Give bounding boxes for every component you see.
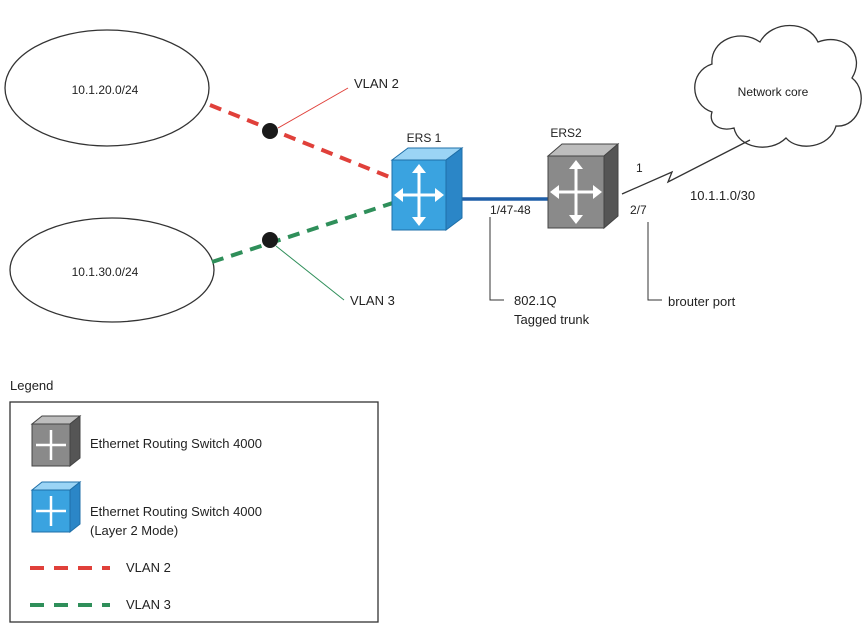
legend-gray-switch-label: Ethernet Routing Switch 4000: [90, 436, 262, 451]
legend-blue-switch-icon: [30, 480, 82, 534]
brouter-port-label: brouter port: [668, 294, 736, 309]
legend-vlan3-label: VLAN 3: [126, 597, 171, 612]
subnet-20-label: 10.1.20.0/24: [72, 83, 139, 97]
vlan2-label: VLAN 2: [354, 76, 399, 91]
subnet-20-ellipse: [4, 29, 210, 147]
vlan2-marker: [262, 123, 278, 139]
subnet-30-ellipse: [9, 217, 215, 323]
legend-blue-switch-label: Ethernet Routing Switch 4000: [90, 504, 262, 519]
trunk-ports-label: 1/47-48: [490, 203, 531, 217]
port-27-label: 2/7: [630, 203, 647, 217]
legend-vlan2-label: VLAN 2: [126, 560, 171, 575]
trunk-label-line1: 802.1Q: [514, 293, 557, 308]
wan-subnet-label: 10.1.1.0/30: [690, 188, 755, 203]
vlan3-link: [211, 198, 403, 264]
legend-title: Legend: [10, 378, 53, 393]
port-1-label: 1: [636, 161, 643, 175]
vlan2-callout-line: [277, 87, 349, 129]
network-core-cloud: [694, 24, 862, 148]
legend-blue-switch-sublabel: (Layer 2 Mode): [90, 523, 178, 538]
vlan2-link: [209, 103, 403, 184]
wan-link: [621, 139, 751, 195]
vlan3-marker: [262, 232, 278, 248]
ers2-label: ERS2: [550, 126, 582, 140]
subnet-30-label: 10.1.30.0/24: [72, 265, 139, 279]
ers1-label: ERS 1: [407, 131, 442, 145]
ers1-switch-icon: [390, 147, 464, 231]
vlan3-label: VLAN 3: [350, 293, 395, 308]
legend-gray-switch-icon: [30, 414, 82, 468]
trunk-callout-line: [489, 217, 504, 301]
trunk-label-line2: Tagged trunk: [514, 312, 590, 327]
ers2-switch-icon: [546, 142, 620, 230]
network-core-label: Network core: [738, 85, 809, 99]
vlan3-callout-line: [275, 245, 345, 301]
brouter-callout-line: [647, 222, 662, 301]
